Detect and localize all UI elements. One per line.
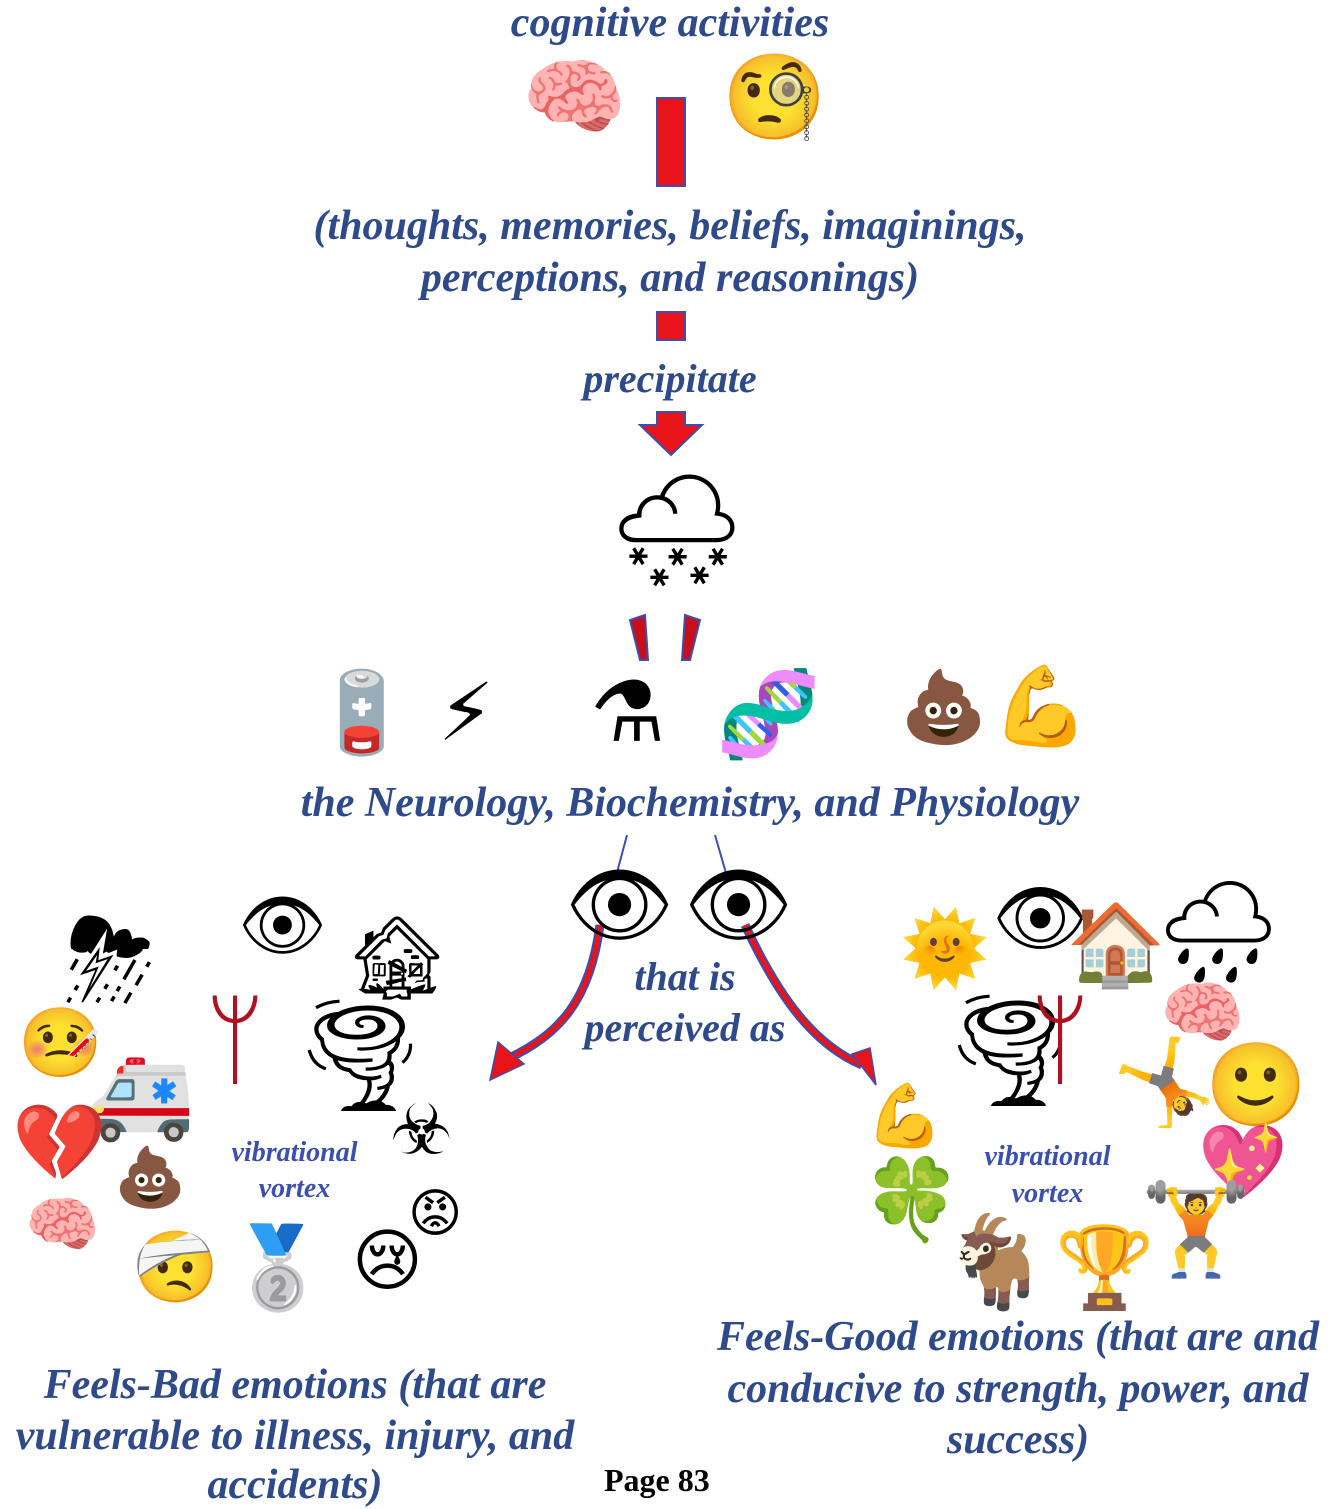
systems-label: the Neurology, Biochemistry, and Physiol… — [300, 780, 1080, 826]
perceived-line-1: that is — [634, 954, 736, 999]
lightning-icon: ⚡ — [438, 666, 495, 759]
flexed-biceps-icon-right: 💪 — [866, 1079, 944, 1152]
poop-icon: 💩 — [900, 666, 988, 748]
goat-icon: 🐐 — [940, 1210, 1053, 1315]
tornado-icon-right: 🌪 — [940, 986, 1080, 1114]
poop-icon-left: 💩 — [114, 1143, 187, 1211]
second-place-medal-icon: 🥈 — [228, 1221, 328, 1314]
eye-icon-left: 👁 — [565, 855, 675, 955]
sick-face-icon: 🤒 — [18, 1004, 103, 1083]
bandaged-face-icon: 🤕 — [132, 1226, 220, 1308]
brain-icon-left: 🧠 — [25, 1190, 100, 1260]
thinking-face-monocle-icon: 🧐 — [722, 48, 827, 146]
dna-icon: 🧬 — [716, 665, 821, 763]
flask-icon: ⚗ — [590, 663, 666, 761]
bad-emotions-line-2: vulnerable to illness, injury, and — [15, 1413, 575, 1459]
sparkling-heart-icon: 💖 — [1198, 1119, 1288, 1203]
good-emotions-line-2: conducive to strength, power, and — [727, 1366, 1309, 1412]
page-number: Page 83 — [604, 1462, 710, 1498]
ambulance-icon: 🚑 — [85, 1042, 195, 1145]
upward-marker-left — [628, 613, 650, 661]
bad-emotions-line-1: Feels-Bad emotions (that are — [43, 1362, 547, 1408]
left-arrowhead — [488, 1040, 526, 1082]
left-vortex-label-2: vortex — [258, 1173, 331, 1204]
bad-emotions-line-3: accidents) — [207, 1462, 383, 1508]
storm-cloud-icon: ⛈ — [65, 896, 155, 1026]
activities-line-2: perceptions, and reasonings) — [420, 255, 920, 301]
eye-icon-right-cluster: 👁 — [992, 873, 1089, 962]
middle-shaft — [656, 311, 686, 341]
trophy-icon: 🏆 — [1055, 1221, 1155, 1314]
broken-house-icon: 🏚 — [345, 911, 450, 1006]
good-emotions-line-1: Feels-Good emotions (that are and — [716, 1314, 1319, 1360]
brain-icon-right: 🧠 — [1160, 974, 1245, 1053]
sun-icon: 🌞 — [900, 906, 990, 990]
eye-icon: 👁 — [238, 884, 327, 966]
tornado-icon: 🌪 — [290, 991, 430, 1119]
left-vortex-label-1: vibrational — [231, 1137, 358, 1168]
rain-cloud-icon: 🌧 — [1155, 873, 1282, 990]
activities-line-1: (thoughts, memories, beliefs, imaginings… — [313, 203, 1027, 249]
eye-icon-right: 👁 — [684, 855, 794, 955]
four-leaf-clover-icon: 🍀 — [862, 1153, 962, 1246]
smiling-face-icon: 🙂 — [1205, 1038, 1308, 1133]
good-emotions-line-3: success) — [946, 1417, 1090, 1463]
eye-line-left — [614, 834, 628, 881]
flexed-biceps-icon: 💪 — [992, 662, 1090, 752]
broken-heart-icon: 💔 — [12, 1098, 107, 1187]
biohazard-icon: ☣ — [390, 1089, 453, 1171]
precipitate-arrow — [637, 411, 705, 457]
tuning-fork-icon-right: ᛘ — [1030, 981, 1090, 1098]
weightlifter-icon: 🏋 — [1140, 1177, 1253, 1282]
crying-face-icon: 😢 — [352, 1222, 423, 1301]
perceived-line-2: perceived as — [584, 1005, 786, 1050]
cognitive-activities-label: cognitive activities — [510, 0, 830, 46]
brain-icon: 🧠 — [522, 48, 627, 146]
right-vortex-label-1: vibrational — [984, 1141, 1111, 1172]
snow-cloud-icon: 🌨 — [607, 466, 747, 594]
angry-face-icon: 😡 — [408, 1184, 463, 1244]
right-vortex-label-2: vortex — [1011, 1178, 1084, 1209]
house-icon: 🏠 — [1066, 898, 1166, 991]
tuning-fork-icon: ᛘ — [205, 981, 265, 1098]
right-arrowhead — [850, 1047, 877, 1086]
yoga-icon: 🤸 — [1112, 1033, 1217, 1131]
eye-line-right — [714, 834, 729, 881]
precipitate-label: precipitate — [583, 356, 757, 401]
upward-marker-right — [680, 613, 702, 661]
low-battery-icon: 🪫 — [312, 666, 412, 759]
top-shaft — [656, 97, 686, 187]
